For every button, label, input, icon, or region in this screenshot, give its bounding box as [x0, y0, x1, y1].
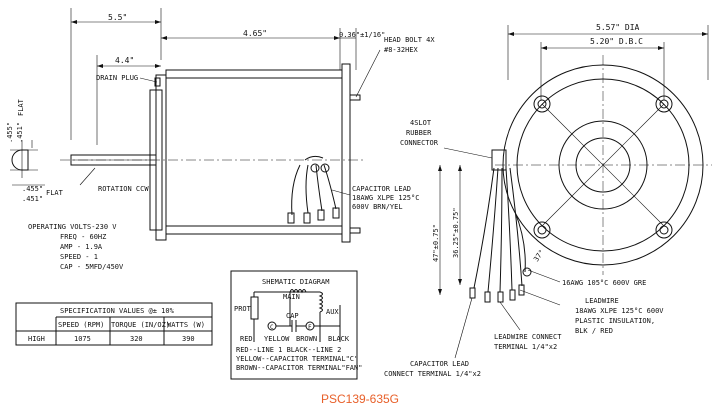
gre-lead: 16AWG 105°C 600V GRE [562, 279, 646, 287]
cap-lead-label-1: CAPACITOR LEAD [352, 185, 411, 193]
dim-36-25: 36.25"±0.75" [452, 207, 460, 258]
operating-volts: OPERATING VOLTS-230 V [28, 223, 117, 231]
top-dimensions [70, 8, 357, 145]
schematic-c: C [270, 324, 274, 331]
operating-speed: SPEED - 1 [60, 253, 98, 261]
spec-table-title: SPECIFICATION VALUES @± 10% [60, 307, 175, 315]
schematic-main: MAIN [283, 293, 300, 301]
slot-rubber-1: 4SLOT [410, 119, 432, 127]
cap-lead-label-2: 18AWG XLPE 125°C [352, 194, 419, 202]
spec-cell-speed: 1075 [74, 335, 91, 343]
leadwire-3: PLASTIC INSULATION, [575, 317, 655, 325]
schematic-line1: RED--LINE 1 BLACK--LINE 2 [236, 346, 341, 354]
dim-5-20: 5.20" D.B.C [590, 37, 643, 46]
leadwire-connect-2: TERMINAL 1/4"x2 [494, 343, 557, 351]
dim-4-4: 4.4" [115, 56, 134, 65]
cap-connect-1: CAPACITOR LEAD [410, 360, 469, 368]
spec-row-label: HIGH [28, 335, 45, 343]
schematic-red: RED [240, 335, 253, 343]
dim-flat-b: FLAT [46, 189, 64, 197]
schematic-title: SHEMATIC DIAGRAM [262, 278, 329, 286]
dim-455-b: .455" [22, 185, 43, 193]
schematic-aux: AUX [326, 308, 339, 316]
angle-37: 37° [532, 248, 546, 263]
schematic-f: F [308, 324, 312, 331]
dim-5-5: 5.5" [108, 13, 127, 22]
slot-rubber-2: RUBBER [406, 129, 432, 137]
cap-lead-label-3: 600V BRN/YEL [352, 203, 403, 211]
shaft-detail [10, 140, 45, 186]
leadwire-2: 18AWG XLPE 125°C 600V [575, 307, 664, 315]
head-bolt-label-2: #8-32HEX [384, 46, 419, 54]
schematic-brown: BROWN [296, 335, 317, 343]
slot-rubber-3: CONNECTOR [400, 139, 439, 147]
dim-5-57: 5.57" DIA [596, 23, 640, 32]
schematic-line3: BROWN--CAPACITOR TERMINAL"FAN" [236, 364, 362, 372]
leadwire-1: LEADWIRE [585, 297, 619, 305]
spec-cell-torque: 320 [130, 335, 143, 343]
head-bolt-label-1: HEAD BOLT 4X [384, 36, 435, 44]
spec-header-speed: SPEED (RPM) [58, 321, 104, 329]
part-number: PSC139-635G [320, 392, 400, 406]
schematic-yellow: YELLOW [264, 335, 290, 343]
dim-0-36: 0.36"±1/16" [339, 31, 385, 39]
rotation-label: ROTATION CCW [98, 185, 149, 193]
drain-plug-label: DRAIN PLUG [96, 74, 138, 82]
spec-table [15, 302, 213, 346]
side-view-motor [60, 63, 365, 243]
dim-451-b: .451" [22, 195, 43, 203]
leadwire-connect-1: LEADWIRE CONNECT [494, 333, 562, 341]
dim-451: .451" [16, 122, 24, 143]
schematic-prot: PROT [234, 305, 252, 313]
dim-flat: FLAT [17, 98, 25, 116]
schematic-diagram [230, 270, 358, 380]
end-view-motor [438, 25, 712, 303]
dim-4-65: 4.65" [243, 29, 267, 38]
operating-freq: FREQ - 60HZ [60, 233, 106, 241]
schematic-line2: YELLOW--CAPACITOR TERMINAL"C" [236, 355, 358, 363]
operating-amp: AMP - 1.9A [60, 243, 103, 251]
cap-connect-2: CONNECT TERMINAL 1/4"x2 [384, 370, 481, 378]
leadwire-4: BLK / RED [575, 327, 613, 335]
schematic-black: BLACK [328, 335, 350, 343]
spec-cell-watts: 390 [182, 335, 195, 343]
schematic-cap: CAP [286, 312, 299, 320]
dim-47: 47"±0.75" [432, 224, 440, 262]
operating-cap: CAP - 5MFD/450V [60, 263, 124, 271]
spec-header-watts: WATTS (W) [167, 321, 205, 329]
spec-header-torque: TORQUE (IN/OZ) [111, 321, 170, 329]
dim-455: .455" [6, 122, 14, 143]
